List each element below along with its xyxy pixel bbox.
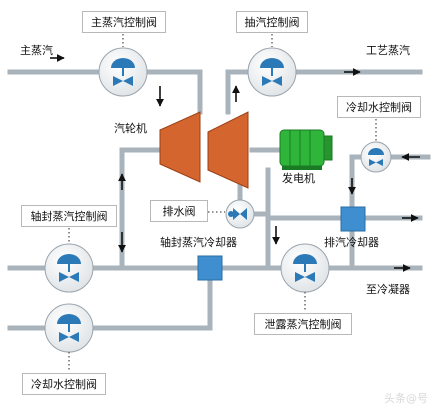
watermark: 头条@号 [384, 392, 428, 405]
valve-icon [247, 47, 297, 97]
exhaust-cooler-label: 排汽冷却器 [324, 236, 379, 249]
pipes [7, 69, 431, 331]
generator-icon [279, 129, 333, 170]
extraction-valve-label: 抽汽控制阀 [236, 11, 308, 33]
leak-steam-valve-label: 泄露蒸汽控制阀 [254, 313, 352, 335]
turbine-label: 汽轮机 [114, 122, 147, 135]
flow-arrows [50, 54, 420, 272]
gland-cooler-icon [197, 255, 223, 281]
gland-steam-cooler-label: 轴封蒸汽冷却器 [160, 236, 237, 249]
steam-turbine [159, 111, 249, 189]
valve-icon [280, 243, 330, 293]
to-condenser-label: 至冷凝器 [366, 283, 410, 296]
valve-icon [98, 47, 148, 97]
exhaust-cooler-icon [340, 206, 366, 232]
drain-valve-label: 排水阀 [150, 200, 208, 222]
cooling-water-valve-left-label: 冷却水控制阀 [22, 373, 106, 395]
main-steam-valve-label: 主蒸汽控制阀 [82, 11, 166, 33]
valve-icon [44, 243, 94, 293]
gland-steam-valve-label: 轴封蒸汽控制阀 [21, 205, 117, 227]
valve-icon [44, 303, 94, 353]
main-steam-label: 主蒸汽 [20, 44, 53, 57]
cooling-water-valve-right-label: 冷却水控制阀 [337, 96, 421, 118]
process-steam-label: 工艺蒸汽 [366, 44, 410, 57]
drain-valve-icon [225, 199, 255, 229]
label-leaders [68, 34, 377, 372]
small-valve-icon [360, 141, 392, 173]
generator-label: 发电机 [282, 172, 315, 185]
